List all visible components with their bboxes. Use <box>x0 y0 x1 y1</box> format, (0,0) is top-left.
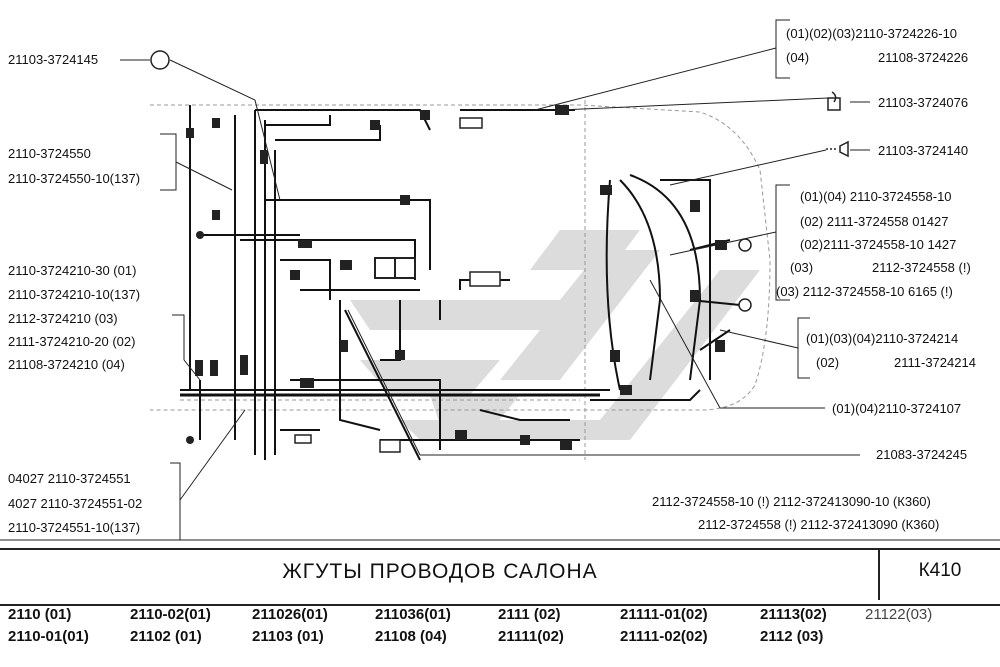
model-list: 2110 (01) 2110-02(01) 211026(01) 211036(… <box>0 604 1000 664</box>
car-outline <box>150 100 771 460</box>
part-label-21083-3724245: 21083-3724245 <box>876 447 968 462</box>
model-211026: 211026(01) <box>252 606 328 623</box>
page-title: ЖГУТЫ ПРОВОДОВ САЛОНА <box>282 560 598 583</box>
part-label-2110-3724214: (01)(03)(04)2110-3724214 <box>806 331 959 346</box>
part-label-2110-3724210-10: 2110-3724210-10(137) <box>8 287 141 302</box>
model-21111-01: 21111-01(02) <box>620 606 708 623</box>
part-label-2110-3724558-10: (01)(04) 2110-3724558-10 <box>800 189 952 204</box>
part-label-21103-3724076: 21103-3724076 <box>878 95 969 110</box>
part-label-21108-3724226: 21108-3724226 <box>878 50 969 65</box>
model-21122: 21122(03) <box>865 606 933 623</box>
model-21113: 21113(02) <box>760 606 827 623</box>
part-label-21108-3724210: 21108-3724210 (04) <box>8 357 125 372</box>
part-label-2110-3724551-02: 4027 2110-3724551-02 <box>8 496 143 511</box>
title-divider <box>878 550 880 600</box>
part-label-2110-3724550-10: 2110-3724550-10(137) <box>8 171 141 186</box>
model-2110-02: 2110-02(01) <box>130 606 211 623</box>
part-label-2112-3724558: 2112-3724558 (!) <box>872 260 971 275</box>
part-label-2110-3724550: 2110-3724550 <box>8 146 91 161</box>
model-21103: 21103 (01) <box>252 628 324 645</box>
model-21111-02: 21111-02(02) <box>620 628 708 645</box>
part-label-21103-3724145: 21103-3724145 <box>8 52 99 67</box>
diagram-code: К410 <box>918 560 962 581</box>
part-label-2111-3724558-10: (02)2111-3724558-10 1427 <box>800 237 957 252</box>
model-2111: 2111 (02) <box>498 606 561 623</box>
part-label-2112-3724210: 2112-3724210 (03) <box>8 311 118 326</box>
part-label-2110-3724551-10: 2110-3724551-10(137) <box>8 520 141 535</box>
part-label-21103-3724140: 21103-3724140 <box>878 143 969 158</box>
model-21108: 21108 (04) <box>375 628 447 645</box>
part-label-2111-3724214: 2111-3724214 <box>894 355 976 370</box>
watermark-logo <box>350 230 760 440</box>
part-label-2110-3724210-30: 2110-3724210-30 (01) <box>8 263 137 278</box>
model-21102: 21102 (01) <box>130 628 202 645</box>
part-label-variant-03: (03) <box>790 260 814 275</box>
title-bar <box>0 548 1000 606</box>
part-label-2111-3724558: (02) 2111-3724558 01427 <box>800 214 949 229</box>
part-label-variant-02: (02) <box>816 355 840 370</box>
wiring-diagram <box>0 19 1000 541</box>
part-label-2112-372413090: 2112-3724558 (!) 2112-372413090 (К360) <box>698 517 940 532</box>
model-211036: 211036(01) <box>375 606 451 623</box>
part-label-2112-372413090-10: 2112-3724558-10 (!) 2112-372413090-10 (К… <box>652 494 931 509</box>
component-icons <box>826 91 849 158</box>
model-2112: 2112 (03) <box>760 628 824 645</box>
model-2110-01: 2110-01(01) <box>8 628 89 645</box>
part-label-2110-3724226-10: (01)(02)(03)2110-3724226-10 <box>786 26 958 41</box>
part-label-2111-3724210-20: 2111-3724210-20 (02) <box>8 334 136 349</box>
part-label-2112-3724558-10: (03) 2112-3724558-10 6165 (!) <box>776 284 953 299</box>
model-2110: 2110 (01) <box>8 606 72 623</box>
model-21111: 21111(02) <box>498 628 564 645</box>
part-label-variant-04: (04) <box>786 50 810 65</box>
leader-lines <box>0 19 1000 541</box>
part-label-2110-3724107: (01)(04)2110-3724107 <box>832 401 962 416</box>
connectors <box>150 50 752 453</box>
part-label-2110-3724551: 04027 2110-3724551 <box>8 471 131 486</box>
